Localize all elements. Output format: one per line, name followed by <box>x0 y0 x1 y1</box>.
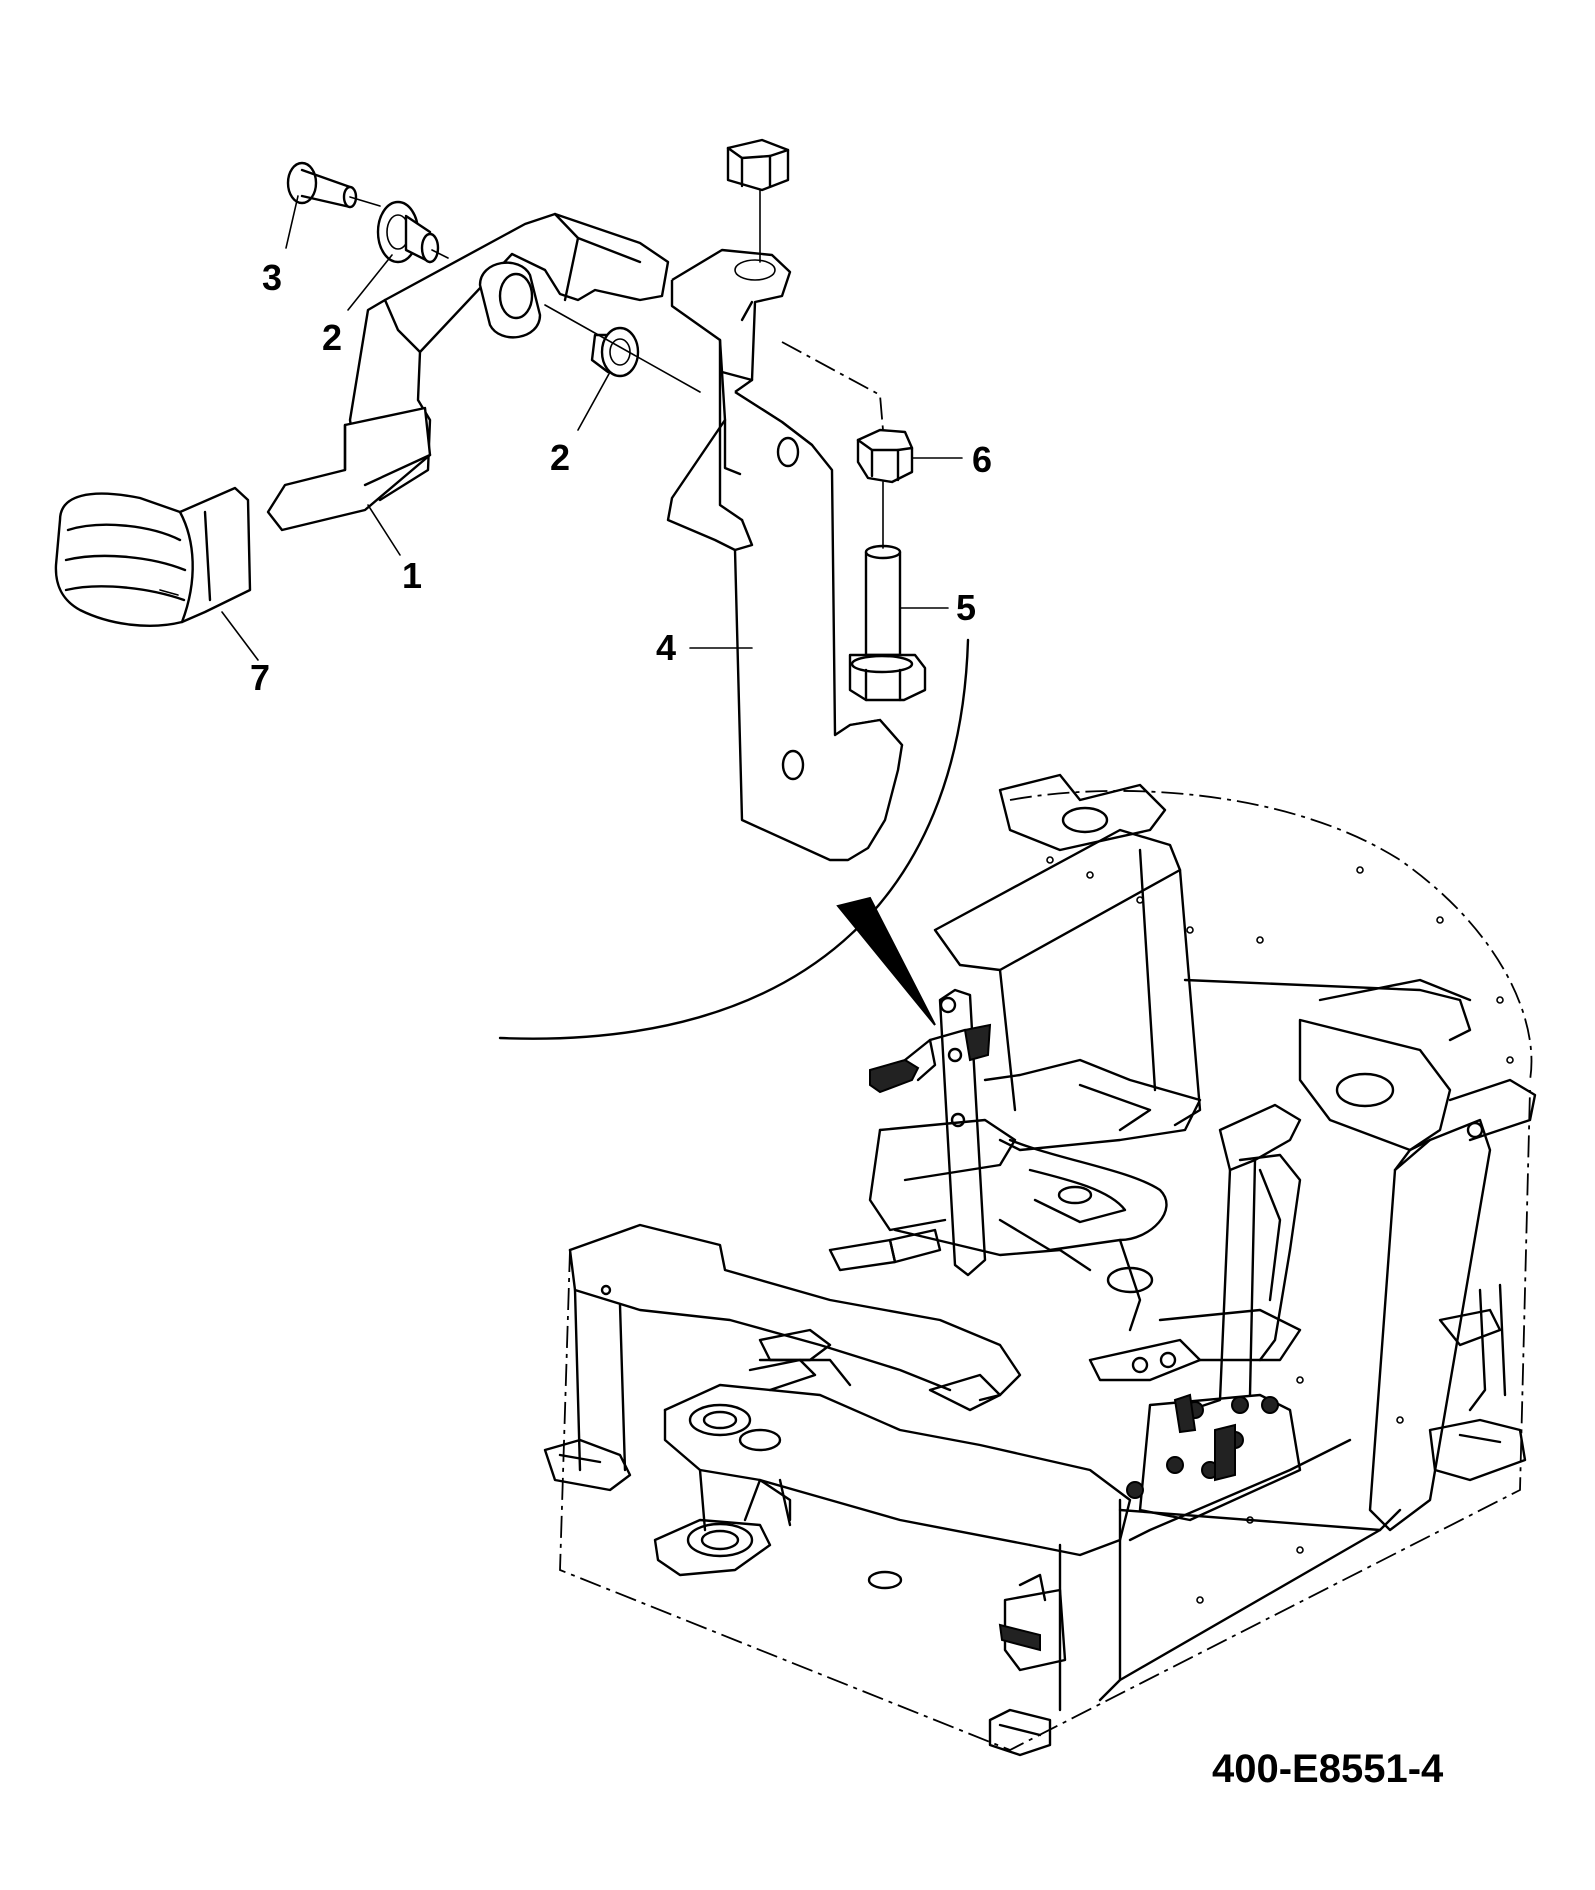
callout-2a: 2 <box>322 317 342 358</box>
part-1-pedal-arm <box>266 212 670 532</box>
callout-3: 3 <box>262 257 282 298</box>
part-7-pedal-pad <box>54 486 252 627</box>
assembly-line-pin <box>349 196 381 207</box>
assembly-line-bushing-upper <box>431 249 449 259</box>
callout-5: 5 <box>956 587 976 628</box>
part-6-hex-nut <box>856 428 914 484</box>
callout-2b: 2 <box>550 437 570 478</box>
machine-frame-overview <box>543 773 1537 1757</box>
part-3-pin <box>286 161 358 209</box>
leader-lines <box>221 195 963 661</box>
assembly-line-bolt-nut <box>781 341 884 431</box>
drawing-number: 400-E8551-4 <box>1212 1747 1444 1791</box>
part-2-bushing-upper <box>376 200 440 264</box>
detail-view-arc <box>498 638 970 1040</box>
callout-6: 6 <box>972 439 992 480</box>
part-6-hex-nut-top <box>726 138 790 192</box>
assembly-line-bushing <box>544 304 701 393</box>
callout-1: 1 <box>402 555 422 596</box>
part-2-bushing-lower <box>590 326 640 378</box>
callout-4: 4 <box>656 627 676 668</box>
part-4-bracket <box>666 248 904 862</box>
part-5-bolt <box>848 544 927 702</box>
detail-pointer-arrow <box>836 896 936 1026</box>
callout-7: 7 <box>250 657 270 698</box>
